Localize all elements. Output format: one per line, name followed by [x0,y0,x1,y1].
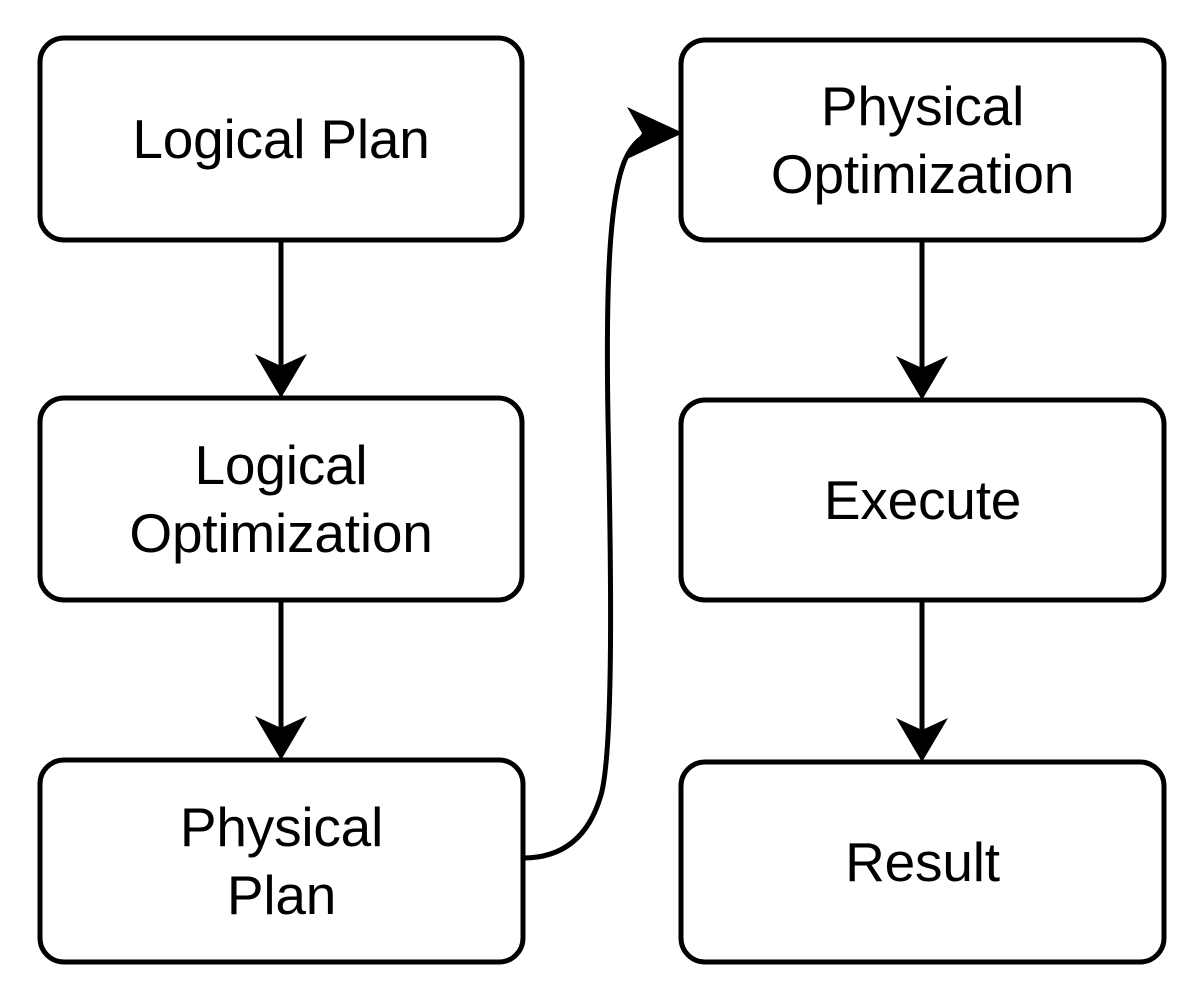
edge-logical-plan-to-logical-optimization [255,240,307,398]
node-box-result[interactable] [678,759,1167,965]
node-box-physical-optimization[interactable] [678,37,1167,243]
edge-physical-plan-to-physical-optimization [522,107,683,861]
edge-execute-to-result [896,600,948,762]
node-box-logical-plan[interactable] [37,35,525,243]
edge-physical-optimization-to-execute [896,240,948,400]
node-layer [37,35,1167,965]
edge-logical-optimization-to-physical-plan [255,600,307,760]
node-box-logical-optimization[interactable] [37,395,525,603]
node-box-execute[interactable] [678,397,1167,603]
node-box-physical-plan[interactable] [37,757,526,965]
edge-layer [255,107,948,861]
